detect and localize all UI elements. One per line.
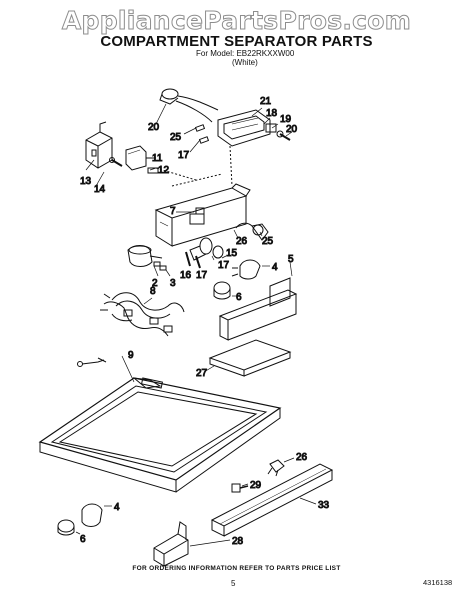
callout-21: 21 (260, 96, 272, 107)
callout-28: 27 (196, 368, 208, 379)
part-switch (127, 245, 167, 271)
callout-15: 16 (180, 270, 192, 281)
callout-19: 19 (280, 114, 292, 125)
document-number: 4316138 (423, 578, 453, 587)
callout-6a: 6 (236, 292, 242, 303)
callout-7: 7 (170, 206, 176, 217)
callout-10: 11 (152, 153, 163, 164)
callout-23: 25 (170, 132, 182, 143)
part-sensor-lead (77, 357, 107, 367)
callout-25: 26 (236, 236, 248, 247)
callout-24: 25 (262, 236, 274, 247)
part-lower-light (57, 503, 103, 536)
callout-9: 9 (128, 350, 134, 361)
callout-17a: 17 (178, 150, 190, 161)
part-sensor-bulb (159, 88, 219, 123)
callout-11: 12 (158, 165, 170, 176)
page-number: 5 (231, 579, 236, 588)
callout-2: 2 (152, 278, 158, 289)
ordering-note: FOR ORDERING INFORMATION REFER TO PARTS … (132, 565, 341, 572)
part-wiring-harness (100, 292, 185, 337)
model-line: For Model: EB22RKXXW00 (196, 49, 295, 58)
callout-8: 8 (150, 286, 156, 297)
color-line: (White) (232, 58, 258, 67)
part-trim-strip (218, 261, 298, 341)
callout-16: 17 (218, 260, 230, 271)
part-damper-control (235, 222, 269, 241)
part-separator-frame (38, 377, 282, 493)
callout-5: 5 (288, 254, 294, 265)
callout-4b: 4 (114, 502, 120, 513)
watermark: AppliancePartsPros.com (61, 6, 412, 36)
page-title: COMPARTMENT SEPARATOR PARTS (100, 33, 373, 50)
part-cover-panel (208, 339, 292, 377)
part-control-housing (217, 109, 277, 147)
part-clip (267, 459, 285, 477)
part-mounting-bracket (85, 121, 113, 169)
callout-12: 13 (80, 176, 92, 187)
part-lower-bracket (153, 521, 189, 567)
part-diffuser (189, 237, 224, 261)
callout-14: 15 (226, 248, 238, 259)
part-fastener (231, 483, 249, 493)
callout-17b: 17 (196, 270, 208, 281)
callout-22: 20 (148, 122, 160, 133)
part-front-rail (210, 463, 334, 537)
callout-13: 14 (94, 184, 106, 195)
callout-27: 28 (232, 536, 244, 547)
callout-29: 29 (250, 480, 262, 491)
callout-33: 33 (318, 500, 330, 511)
callout-4a: 4 (272, 262, 278, 273)
callout-18: 18 (266, 108, 278, 119)
callout-3: 3 (170, 278, 176, 289)
part-light-socket (213, 259, 261, 300)
callout-6b: 6 (80, 534, 86, 545)
callout-20: 20 (286, 124, 298, 135)
callout-26: 26 (296, 452, 308, 463)
part-separator-housing (154, 183, 251, 247)
